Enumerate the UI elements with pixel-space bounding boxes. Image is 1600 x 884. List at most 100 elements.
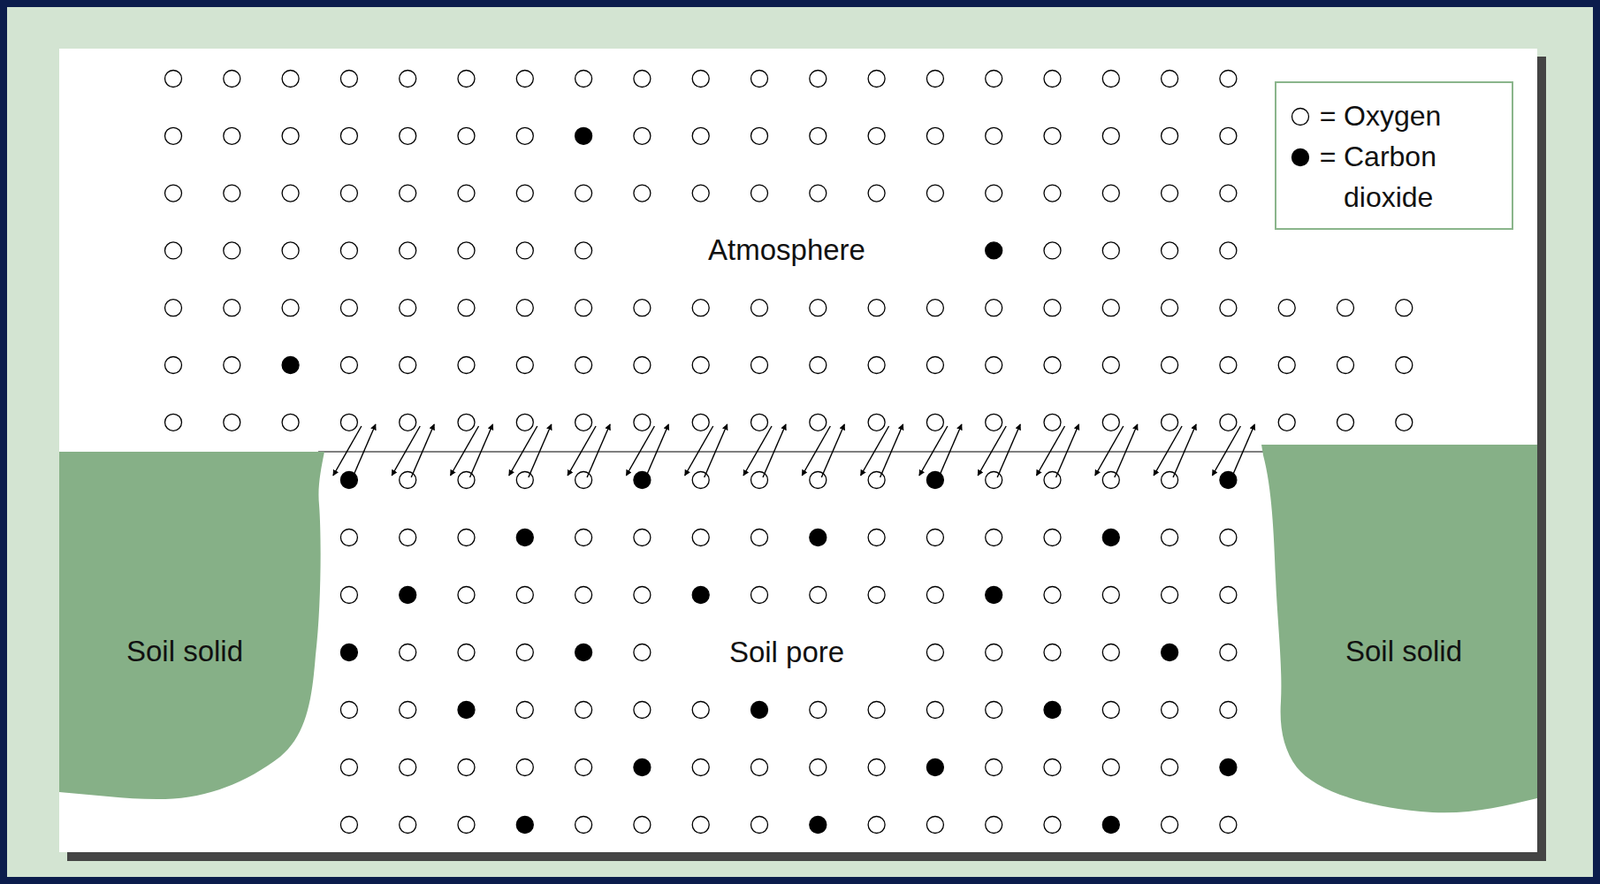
oxygen-molecule	[1161, 529, 1179, 547]
oxygen-molecule	[809, 759, 827, 777]
oxygen-molecule	[281, 127, 299, 145]
oxygen-molecule	[1161, 127, 1179, 145]
oxygen-molecule	[692, 70, 709, 88]
oxygen-molecule	[985, 529, 1003, 547]
oxygen-molecule	[457, 816, 475, 834]
oxygen-molecule	[575, 70, 593, 88]
oxygen-molecule	[516, 701, 534, 719]
oxygen-molecule	[516, 242, 534, 260]
oxygen-molecule	[809, 472, 827, 489]
carbon-dioxide-molecule	[340, 644, 358, 662]
oxygen-molecule	[926, 816, 944, 834]
oxygen-molecule	[399, 357, 417, 374]
oxygen-molecule	[223, 184, 241, 202]
oxygen-molecule	[926, 299, 944, 317]
oxygen-molecule	[1043, 127, 1061, 145]
oxygen-molecule	[692, 184, 709, 202]
oxygen-molecule	[1043, 472, 1061, 489]
oxygen-molecule	[340, 413, 358, 431]
oxygen-molecule	[633, 644, 651, 662]
soil-solid-outline	[59, 451, 325, 800]
oxygen-molecule	[1219, 644, 1237, 662]
oxygen-molecule	[1161, 759, 1179, 777]
oxygen-molecule	[692, 357, 709, 374]
oxygen-molecule	[516, 413, 534, 431]
oxygen-molecule	[1043, 816, 1061, 834]
oxygen-molecule	[1219, 586, 1237, 604]
oxygen-molecule	[1161, 357, 1179, 374]
oxygen-molecule	[868, 759, 885, 777]
oxygen-molecule	[633, 299, 651, 317]
oxygen-molecule	[340, 759, 358, 777]
carbon-dioxide-molecule	[926, 759, 944, 777]
oxygen-molecule	[1043, 413, 1061, 431]
oxygen-molecule	[1102, 184, 1120, 202]
soil-solid-label: Soil solid	[126, 634, 244, 669]
carbon-dioxide-molecule	[516, 529, 534, 547]
oxygen-molecule	[751, 529, 769, 547]
oxygen-molecule	[1102, 644, 1120, 662]
oxygen-molecule	[575, 701, 593, 719]
oxygen-molecule	[1102, 70, 1120, 88]
oxygen-molecule	[165, 413, 183, 431]
oxygen-molecule	[1395, 299, 1413, 317]
diffusion-arrow-up	[762, 424, 786, 478]
oxygen-molecule	[516, 644, 534, 662]
carbon-dioxide-molecule	[1043, 701, 1061, 719]
soil-solid-shape	[59, 451, 325, 801]
oxygen-molecule	[751, 413, 769, 431]
oxygen-molecule	[1219, 529, 1237, 547]
oxygen-molecule	[1219, 70, 1237, 88]
oxygen-molecule	[399, 413, 417, 431]
diffusion-arrow-up	[704, 424, 728, 478]
oxygen-molecule	[457, 644, 475, 662]
oxygen-molecule	[223, 299, 241, 317]
oxygen-molecule	[457, 413, 475, 431]
legend-item: =Carbon dioxide	[1288, 136, 1503, 218]
oxygen-molecule	[281, 70, 299, 88]
oxygen-molecule	[1278, 357, 1296, 374]
oxygen-molecule	[985, 644, 1003, 662]
oxygen-molecule	[751, 816, 769, 834]
oxygen-molecule	[457, 70, 475, 88]
legend-item: =Oxygen	[1288, 95, 1503, 137]
oxygen-molecule	[985, 816, 1003, 834]
oxygen-molecule	[399, 816, 417, 834]
oxygen-symbol	[1292, 108, 1310, 126]
carbon-dioxide-symbol	[1292, 149, 1310, 167]
oxygen-molecule	[692, 127, 709, 145]
oxygen-molecule	[1395, 357, 1413, 374]
oxygen-molecule	[1161, 472, 1179, 489]
oxygen-molecule	[985, 759, 1003, 777]
oxygen-molecule	[165, 70, 183, 88]
oxygen-molecule	[1043, 70, 1061, 88]
oxygen-molecule	[1102, 759, 1120, 777]
oxygen-molecule	[1043, 357, 1061, 374]
region-label: Atmosphere	[708, 233, 866, 267]
oxygen-molecule	[457, 472, 475, 489]
oxygen-molecule	[575, 529, 593, 547]
oxygen-molecule	[399, 299, 417, 317]
diffusion-arrow-up	[997, 424, 1021, 478]
diffusion-arrow-up	[586, 424, 610, 478]
carbon-dioxide-molecule	[575, 127, 593, 145]
oxygen-molecule	[751, 759, 769, 777]
oxygen-molecule	[399, 127, 417, 145]
oxygen-molecule	[223, 242, 241, 260]
oxygen-molecule	[399, 529, 417, 547]
oxygen-molecule	[165, 127, 183, 145]
oxygen-molecule	[1161, 242, 1179, 260]
oxygen-molecule	[165, 357, 183, 374]
oxygen-molecule	[516, 184, 534, 202]
diffusion-arrow-up	[1056, 424, 1080, 478]
oxygen-molecule	[809, 357, 827, 374]
oxygen-molecule	[1102, 299, 1120, 317]
oxygen-molecule	[926, 586, 944, 604]
legend-symbol	[1288, 146, 1312, 168]
oxygen-molecule	[457, 357, 475, 374]
oxygen-molecule	[633, 184, 651, 202]
oxygen-molecule	[985, 127, 1003, 145]
oxygen-molecule	[985, 413, 1003, 431]
oxygen-molecule	[809, 586, 827, 604]
oxygen-molecule	[751, 586, 769, 604]
